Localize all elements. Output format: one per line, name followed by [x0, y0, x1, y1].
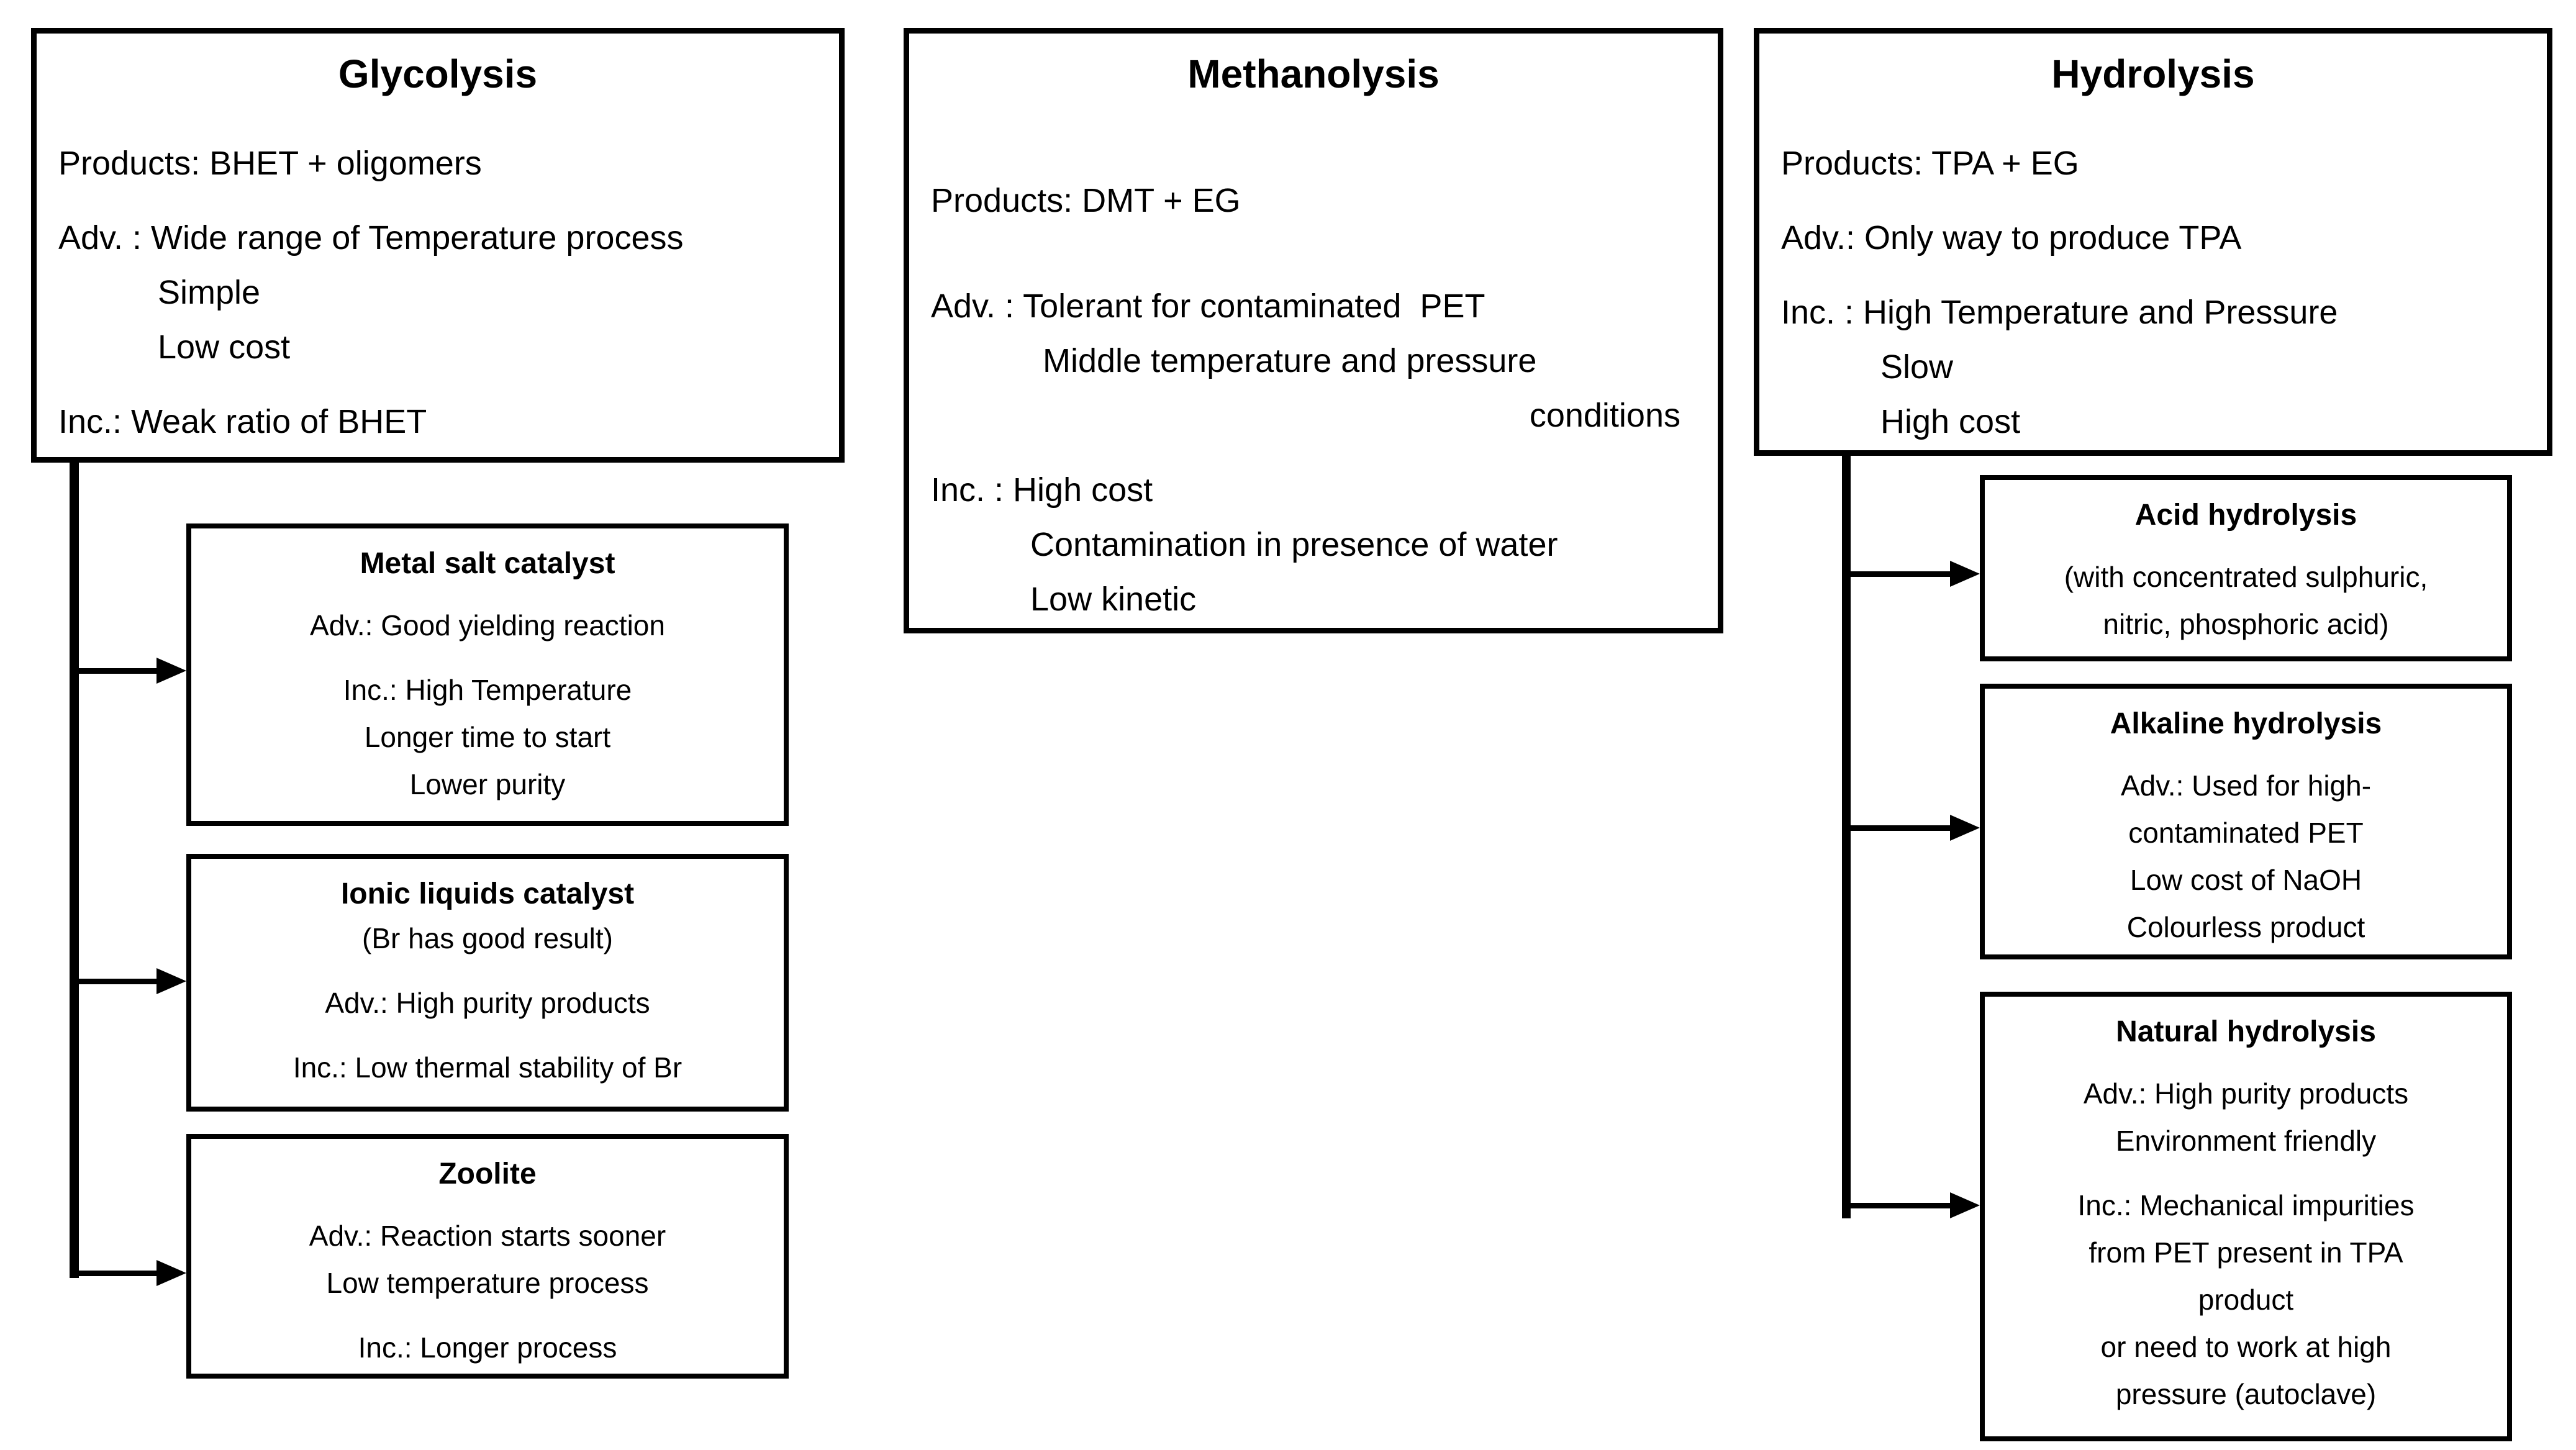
ionic-adv-line: Adv.: High purity products	[325, 987, 650, 1019]
hydrolysis-body: Products: TPA + EG Adv.: Only way to pro…	[1759, 136, 2547, 449]
arrowhead-metal-salt-icon	[156, 658, 186, 684]
glycolysis-branch-line	[70, 458, 79, 1278]
connector-to-ionic-liquids	[75, 979, 158, 984]
alkaline-hydrolysis-box: Alkaline hydrolysis Adv.: Used for high-…	[1980, 684, 2512, 959]
arrowhead-ionic-liquids-icon	[156, 968, 186, 994]
methanolysis-adv-line-3: conditions	[1529, 397, 1680, 434]
acid-hydrolysis-box: Acid hydrolysis (with concentrated sulph…	[1980, 475, 2512, 661]
ionic-liquids-catalyst-body: (Br has good result) Adv.: High purity p…	[191, 915, 784, 1091]
glycolysis-body: Products: BHET + oligomers Adv. : Wide r…	[37, 136, 839, 449]
glycolysis-adv-line-3: Low cost	[158, 329, 291, 366]
glycolysis-products-line: Products: BHET + oligomers	[58, 145, 482, 182]
connector-to-alkaline-hydrolysis	[1849, 825, 1950, 831]
metal-adv-line: Adv.: Good yielding reaction	[310, 609, 665, 641]
hydrolysis-branch-line	[1842, 451, 1851, 1218]
methanolysis-inc-line-2: Contamination in presence of water	[1030, 526, 1558, 563]
hydrolysis-title: Hydrolysis	[2051, 52, 2255, 96]
methanolysis-body: Products: DMT + EG Adv. : Tolerant for c…	[909, 173, 1718, 627]
hydrolysis-inc-line-3: High cost	[1880, 403, 2021, 440]
methanolysis-inc-line-3: Low kinetic	[1030, 581, 1197, 618]
zoolite-adv-line: Adv.: Reaction starts sooner	[309, 1220, 666, 1252]
natural-inc-line-5: or need to work at high	[2100, 1331, 2392, 1363]
glycolysis-box: Glycolysis Products: BHET + oligomers Ad…	[31, 28, 845, 463]
metal-inc-line-3: Lower purity	[409, 768, 566, 800]
methanolysis-title: Methanolysis	[1187, 52, 1440, 96]
ionic-liquids-catalyst-box: Ionic liquids catalyst (Br has good resu…	[186, 854, 789, 1112]
glycolysis-adv-line-2: Simple	[158, 274, 261, 311]
metal-salt-catalyst-title: Metal salt catalyst	[360, 547, 615, 580]
glycolysis-adv-line: Adv. : Wide range of Temperature process	[58, 219, 684, 256]
natural-hydrolysis-box: Natural hydrolysis Adv.: High purity pro…	[1980, 992, 2512, 1441]
hydrolysis-inc-line-2: Slow	[1880, 348, 1954, 386]
natural-inc-line-6: pressure (autoclave)	[2115, 1378, 2377, 1410]
natural-adv-line: Adv.: High purity products	[2083, 1077, 2409, 1110]
zoolite-adv-line-2: Low temperature process	[326, 1267, 649, 1299]
hydrolysis-products-line: Products: TPA + EG	[1781, 145, 2079, 182]
natural-inc-line-4: product	[2198, 1284, 2294, 1316]
methanolysis-box: Methanolysis Products: DMT + EG Adv. : T…	[904, 28, 1723, 633]
natural-inc-line-3: from PET present in TPA	[2088, 1236, 2403, 1269]
arrowhead-alkaline-hydrolysis-icon	[1950, 815, 1980, 841]
arrowhead-zoolite-icon	[156, 1260, 186, 1286]
ionic-inc-line: Inc.: Low thermal stability of Br	[293, 1051, 683, 1084]
natural-adv-line-2: Environment friendly	[2115, 1125, 2377, 1157]
alkaline-adv-line-4: Colourless product	[2126, 911, 2365, 943]
methanolysis-inc-line: Inc. : High cost	[931, 471, 1153, 509]
connector-to-metal-salt	[75, 668, 158, 674]
arrowhead-natural-hydrolysis-icon	[1950, 1192, 1980, 1218]
acid-hydrolysis-body: (with concentrated sulphuric, nitric, ph…	[1985, 553, 2507, 648]
alkaline-adv-line-3: Low cost of NaOH	[2129, 864, 2362, 896]
acid-note-line: (with concentrated sulphuric,	[2064, 561, 2428, 593]
arrowhead-acid-hydrolysis-icon	[1950, 561, 1980, 587]
metal-inc-line-2: Longer time to start	[364, 721, 611, 753]
methanolysis-adv-line-2: Middle temperature and pressure	[1043, 342, 1537, 379]
connector-to-zoolite	[75, 1271, 158, 1276]
natural-hydrolysis-title: Natural hydrolysis	[2116, 1015, 2376, 1048]
hydrolysis-inc-line: Inc. : High Temperature and Pressure	[1781, 294, 2338, 331]
zoolite-box: Zoolite Adv.: Reaction starts sooner Low…	[186, 1134, 789, 1379]
metal-salt-catalyst-body: Adv.: Good yielding reaction Inc.: High …	[191, 602, 784, 808]
acid-note-line-2: nitric, phosphoric acid)	[2103, 608, 2389, 640]
glycolysis-title: Glycolysis	[338, 52, 538, 96]
ionic-subtitle-line: (Br has good result)	[362, 922, 613, 954]
acid-hydrolysis-title: Acid hydrolysis	[2134, 499, 2357, 532]
natural-hydrolysis-body: Adv.: High purity products Environment f…	[1985, 1070, 2507, 1418]
alkaline-adv-line: Adv.: Used for high-	[2120, 769, 2372, 802]
alkaline-hydrolysis-body: Adv.: Used for high- contaminated PET Lo…	[1985, 762, 2507, 951]
connector-to-natural-hydrolysis	[1849, 1203, 1950, 1208]
metal-inc-line: Inc.: High Temperature	[343, 674, 632, 706]
connector-to-acid-hydrolysis	[1849, 571, 1950, 577]
zoolite-inc-line: Inc.: Longer process	[358, 1331, 617, 1364]
metal-salt-catalyst-box: Metal salt catalyst Adv.: Good yielding …	[186, 523, 789, 826]
natural-inc-line: Inc.: Mechanical impurities	[2077, 1189, 2415, 1221]
glycolysis-inc-line: Inc.: Weak ratio of BHET	[58, 403, 427, 440]
zoolite-title: Zoolite	[438, 1158, 537, 1190]
methanolysis-products-line: Products: DMT + EG	[931, 182, 1241, 219]
hydrolysis-box: Hydrolysis Products: TPA + EG Adv.: Only…	[1754, 28, 2552, 456]
hydrolysis-adv-line: Adv.: Only way to produce TPA	[1781, 219, 2242, 256]
methanolysis-adv-line: Adv. : Tolerant for contaminated PET	[931, 288, 1485, 325]
alkaline-hydrolysis-title: Alkaline hydrolysis	[2110, 707, 2382, 740]
alkaline-adv-line-2: contaminated PET	[2128, 817, 2364, 849]
zoolite-body: Adv.: Reaction starts sooner Low tempera…	[191, 1212, 784, 1371]
ionic-liquids-catalyst-title: Ionic liquids catalyst	[340, 877, 635, 910]
